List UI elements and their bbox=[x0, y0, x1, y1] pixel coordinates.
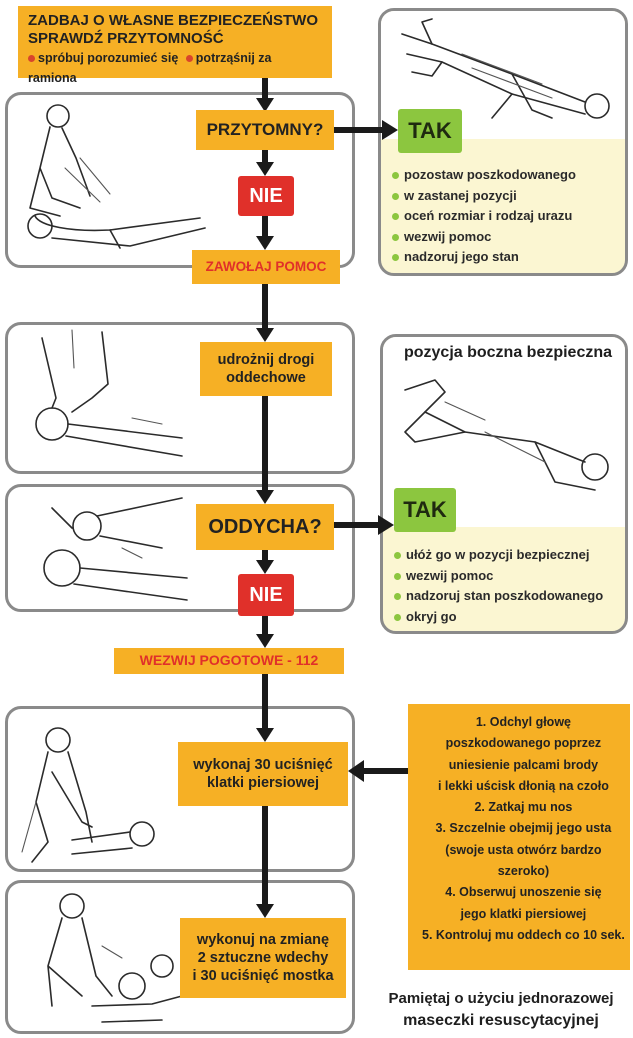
no-label-conscious: NIE bbox=[238, 176, 294, 216]
breathing-yes-list: ułóż go w pozycji bezpiecznej wezwij pom… bbox=[394, 545, 626, 627]
instruction-line: 4. Obserwuj unoszenie się bbox=[445, 885, 602, 900]
list-item-continuation: w zastanej pozycji bbox=[392, 186, 622, 207]
person-lying-illustration bbox=[401, 18, 610, 119]
list-item: wezwij pomoc bbox=[392, 227, 622, 248]
instructions-list: 1. Odchyl głowę poszkodowanego poprzez u… bbox=[422, 712, 625, 946]
instruction-line: 1. Odchyl głowę bbox=[475, 715, 571, 729]
start-title: ZADBAJ O WŁASNE BEZPIECZEŃSTWO bbox=[28, 12, 319, 29]
start-box: ZADBAJ O WŁASNE BEZPIECZEŃSTWO SPRAWDŹ P… bbox=[18, 6, 332, 85]
person-kneeling-illustration bbox=[27, 104, 206, 249]
alternate-box: wykonuj na zmianę 2 sztuczne wdechy i 30… bbox=[180, 918, 346, 998]
instruction-line: szeroko) bbox=[497, 864, 550, 879]
recovery-position-illustration bbox=[404, 379, 609, 491]
instructions-box: 1. Odchyl głowę poszkodowanego poprzez u… bbox=[408, 704, 630, 970]
start-options: spróbuj porozumieć się potrząśnij za ram… bbox=[28, 48, 322, 88]
list-item: nadzoruj stan poszkodowanego bbox=[394, 586, 626, 607]
call-help-box: ZAWOŁAJ POMOC bbox=[192, 250, 340, 284]
recovery-position-title: pozycja boczna bezpieczna bbox=[403, 344, 613, 361]
instruction-line: poszkodowanego poprzez bbox=[445, 736, 602, 751]
bullet-icon bbox=[28, 54, 35, 62]
instruction-line: i lekki uścisk dłonią na czoło bbox=[437, 778, 609, 793]
open-airway-line2: oddechowe bbox=[226, 370, 306, 386]
no-label-breathing: NIE bbox=[238, 574, 294, 616]
call-ambulance-box: WEZWIJ POGOTOWE - 112 bbox=[114, 648, 344, 674]
list-item: nadzoruj jego stan bbox=[392, 247, 622, 268]
alternate-line2: 2 sztuczne wdechy bbox=[197, 949, 329, 966]
reminder-line1: Pamiętaj o użyciu jednorazowej bbox=[388, 990, 614, 1007]
open-airway-box: udrożnij drogi oddechowe bbox=[200, 342, 332, 396]
conscious-yes-list: pozostaw poszkodowanego w zastanej pozyc… bbox=[392, 165, 622, 268]
yes-label-conscious: TAK bbox=[398, 109, 462, 153]
list-item: pozostaw poszkodowanego bbox=[392, 165, 622, 186]
rescue-breath-illustration bbox=[47, 893, 183, 1023]
list-item: wezwij pomoc bbox=[394, 566, 626, 587]
yes-label-breathing: TAK bbox=[394, 488, 456, 532]
open-airway-line1: udrożnij drogi bbox=[217, 351, 315, 368]
list-item: okryj go bbox=[394, 607, 626, 628]
question-breathing: ODDYCHA? bbox=[196, 504, 334, 550]
instruction-line: 5. Kontroluj mu oddech co 10 sek. bbox=[422, 927, 625, 942]
instruction-line: 3. Szczelnie obejmij jego usta bbox=[435, 821, 612, 836]
question-conscious: PRZYTOMNY? bbox=[196, 110, 334, 150]
mask-reminder: Pamiętaj o użyciu jednorazowej maseczki … bbox=[372, 988, 630, 1032]
bullet-icon bbox=[185, 54, 193, 62]
reminder-line2: maseczki resuscytacyjnej bbox=[403, 1012, 599, 1029]
start-option-1: spróbuj porozumieć się bbox=[38, 51, 179, 65]
compressions-line2: klatki piersiowej bbox=[206, 775, 320, 791]
instruction-line: uniesienie palcami brody bbox=[448, 757, 599, 772]
start-subtitle: SPRAWDŹ PRZYTOMNOŚĆ bbox=[28, 30, 224, 47]
head-tilt-illustration bbox=[35, 329, 183, 457]
cpr-compression-illustration bbox=[21, 727, 155, 863]
instruction-line: 2. Zatkaj mu nos bbox=[474, 800, 573, 815]
instruction-line: jego klatki piersiowej bbox=[460, 906, 587, 921]
instruction-line: (swoje usta otwórz bardzo bbox=[445, 842, 602, 857]
breathing-check-illustration bbox=[43, 497, 188, 601]
list-item: ułóż go w pozycji bezpiecznej bbox=[394, 545, 626, 566]
list-item: oceń rozmiar i rodzaj urazu bbox=[392, 206, 622, 227]
compressions-line1: wykonaj 30 uciśnięć bbox=[193, 756, 333, 773]
alternate-line3: i 30 uciśnięć mostka bbox=[192, 968, 334, 985]
alternate-line1: wykonuj na zmianę bbox=[196, 931, 330, 948]
start-option-2: potrząśnij za ramiona bbox=[28, 51, 272, 85]
compressions-box: wykonaj 30 uciśnięć klatki piersiowej bbox=[178, 742, 348, 806]
